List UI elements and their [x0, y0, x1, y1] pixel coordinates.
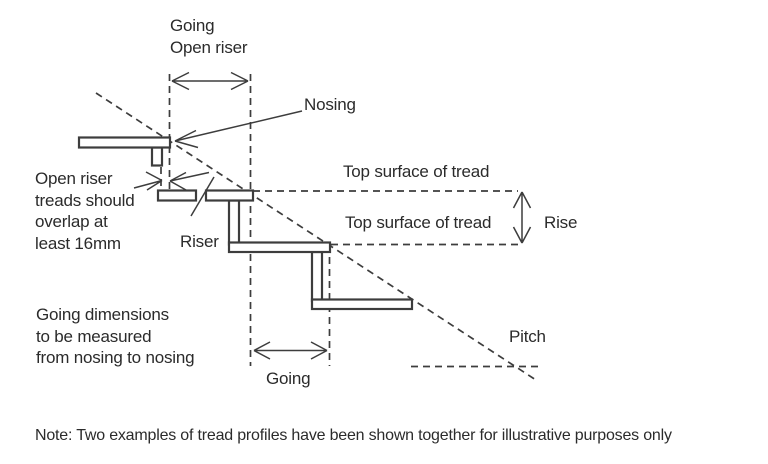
riser-label: Riser — [180, 232, 219, 251]
going-measure-label: Going dimensions to be measured from nos… — [36, 305, 195, 367]
overlap-right-arrow — [169, 171, 210, 191]
riser-board-2 — [310, 250, 324, 303]
stair-profile — [77, 136, 414, 311]
nosing-label: Nosing — [304, 95, 356, 114]
going-open-riser-label: Going Open riser — [170, 16, 248, 57]
tread-3 — [227, 241, 332, 254]
nosing-leader-arrow — [174, 110, 303, 149]
top-surface-lower-label: Top surface of tread — [345, 213, 492, 232]
rise-label: Rise — [544, 213, 578, 232]
open-riser-batten — [150, 146, 164, 167]
dimension-arrows — [133, 71, 532, 360]
note-text: Note: Two examples of tread profiles hav… — [35, 427, 672, 444]
going-bottom-label: Going — [266, 369, 311, 388]
going-top-arrow — [171, 71, 249, 91]
tread-2-left — [156, 189, 198, 202]
overlap-left-arrow — [133, 171, 163, 191]
rise-arrow — [512, 191, 532, 244]
tread-4 — [310, 298, 414, 311]
riser-board-1 — [227, 199, 241, 246]
pitch-label: Pitch — [509, 327, 546, 346]
break-mark — [190, 176, 215, 217]
open-riser-overlap-label: Open riser treads should overlap at leas… — [35, 169, 135, 253]
tread-2-right — [204, 189, 255, 202]
going-bottom-arrow — [253, 341, 328, 360]
tread-1-open-riser — [77, 136, 172, 149]
top-surface-upper-label: Top surface of tread — [343, 162, 490, 181]
